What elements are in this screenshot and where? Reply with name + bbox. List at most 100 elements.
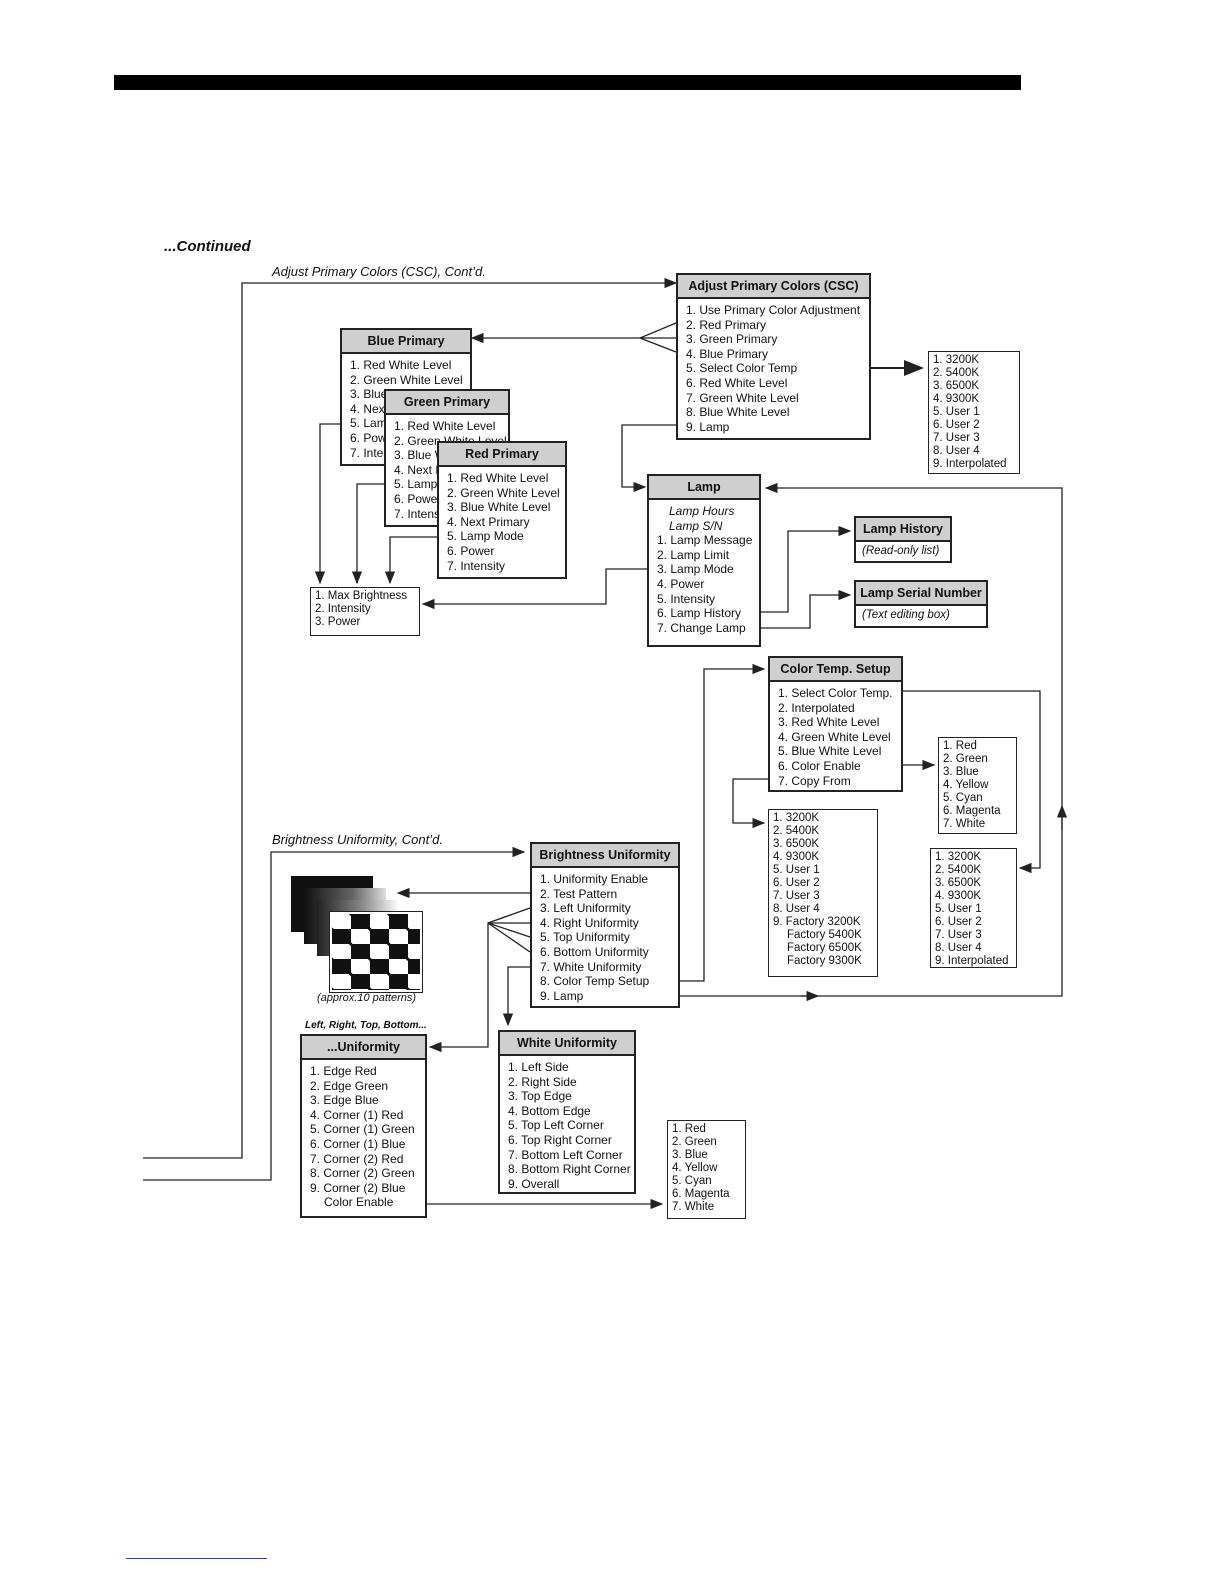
menu-item[interactable]: 5. Top Uniformity (540, 930, 630, 945)
menu-item[interactable]: 1. Red White Level (447, 471, 549, 485)
list-item[interactable]: 5. User 1 (935, 903, 982, 915)
menu-item[interactable]: 6. Power (394, 491, 442, 506)
menu-item[interactable]: 9. Lamp (686, 419, 730, 434)
list-item[interactable]: 2. 5400K (933, 367, 980, 379)
menu-item[interactable]: 3. Green Primary (686, 332, 778, 347)
list-item[interactable]: 4. Yellow (672, 1162, 718, 1174)
list-item[interactable]: 7. User 3 (773, 890, 820, 902)
list-item[interactable]: 4. Yellow (943, 779, 989, 791)
menu-item[interactable]: 2. Test Pattern (540, 886, 618, 901)
menu-item[interactable]: 5. Corner (1) Green (310, 1122, 415, 1137)
list-item[interactable]: 8. User 4 (773, 903, 820, 915)
menu-item[interactable]: 6. Red White Level (686, 375, 788, 390)
menu-item[interactable]: 2. Edge Green (310, 1078, 389, 1093)
menu-item[interactable]: 9. Lamp (540, 988, 584, 1003)
list-item[interactable]: 5. User 1 (773, 864, 820, 876)
list-item[interactable]: 4. 9300K (933, 393, 980, 405)
list-item[interactable]: 3. Power (315, 616, 361, 628)
list-item[interactable]: 1. Max Brightness (315, 590, 408, 602)
menu-item[interactable]: 8. Color Temp Setup (540, 974, 650, 989)
menu-item[interactable]: 4. Corner (1) Red (310, 1107, 404, 1122)
list-item[interactable]: 8. User 4 (933, 445, 980, 457)
list-item[interactable]: 1. 3200K (935, 851, 982, 863)
menu-item[interactable]: 9. Overall (508, 1176, 560, 1191)
menu-item[interactable]: 5. Select Color Temp (686, 361, 798, 376)
list-item[interactable]: 1. 3200K (773, 812, 820, 824)
menu-item[interactable]: 1. Use Primary Color Adjustment (686, 303, 861, 317)
menu-item[interactable]: 3. Red White Level (778, 715, 880, 730)
menu-item[interactable]: 3. Blue White Level (447, 500, 551, 515)
lamp-serial-note[interactable]: (Text editing box) (862, 609, 950, 621)
menu-item[interactable]: 5. Blue White Level (778, 744, 882, 759)
list-item[interactable]: 9. Interpolated (933, 458, 1007, 470)
list-item[interactable]: 5. User 1 (933, 406, 980, 418)
list-item[interactable]: 2. Green (943, 753, 988, 765)
list-item[interactable]: 7. White (943, 818, 986, 830)
menu-item[interactable]: 1. Lamp Message (657, 533, 753, 548)
list-item[interactable]: 4. 9300K (935, 890, 982, 902)
menu-item[interactable]: 6. Power (447, 543, 495, 558)
menu-item[interactable]: 7. Green White Level (686, 390, 799, 405)
list-item[interactable]: 3. 6500K (933, 380, 980, 392)
menu-item[interactable]: 2. Green White Level (350, 372, 463, 387)
menu-item[interactable]: 2. Right Side (508, 1074, 577, 1089)
list-item[interactable]: 6. User 2 (933, 419, 980, 431)
list-item[interactable]: 2. 5400K (773, 825, 820, 837)
list-item[interactable]: 6. User 2 (935, 916, 982, 928)
menu-item[interactable]: 6. Corner (1) Blue (310, 1136, 406, 1151)
menu-item[interactable]: 2. Interpolated (778, 700, 855, 715)
menu-item[interactable]: 3. Lamp Mode (657, 562, 734, 577)
menu-item[interactable]: 9. Corner (2) Blue (310, 1180, 406, 1195)
list-item[interactable]: Factory 5400K (787, 929, 862, 941)
list-item[interactable]: 6. User 2 (773, 877, 820, 889)
menu-item[interactable]: 6. Top Right Corner (508, 1132, 612, 1147)
menu-item[interactable]: 1. Uniformity Enable (540, 872, 649, 886)
list-item[interactable]: 1. Red (943, 740, 977, 752)
menu-item[interactable]: 3. Edge Blue (310, 1093, 379, 1108)
menu-item[interactable]: 2. Red Primary (686, 317, 767, 332)
list-item[interactable]: 3. 6500K (935, 877, 982, 889)
list-item[interactable]: 6. Magenta (943, 805, 1001, 817)
list-item[interactable]: 9. Factory 3200K (773, 916, 861, 928)
list-item[interactable]: Factory 9300K (787, 955, 862, 967)
menu-item[interactable]: 5. Top Left Corner (508, 1118, 604, 1133)
list-item[interactable]: 5. Cyan (672, 1175, 712, 1187)
menu-item[interactable]: 1. Edge Red (310, 1064, 377, 1078)
menu-item[interactable]: 6. Bottom Uniformity (540, 944, 649, 959)
menu-item[interactable]: 7. White Uniformity (540, 959, 642, 974)
menu-item[interactable]: 3. Top Edge (508, 1089, 572, 1104)
list-item[interactable]: 2. 5400K (935, 864, 982, 876)
menu-item[interactable]: 1. Select Color Temp. (778, 686, 893, 700)
menu-item[interactable]: 8. Bottom Right Corner (508, 1162, 631, 1177)
menu-item[interactable]: 2. Green White Level (447, 485, 560, 500)
list-item[interactable]: 7. User 3 (933, 432, 980, 444)
list-item[interactable]: 2. Green (672, 1136, 717, 1148)
list-item[interactable]: 3. Blue (672, 1149, 708, 1161)
menu-item[interactable]: 4. Power (657, 576, 705, 591)
list-item[interactable]: 7. White (672, 1201, 715, 1213)
list-item[interactable]: 3. Blue (943, 766, 979, 778)
menu-item[interactable]: 2. Lamp Limit (657, 547, 730, 562)
list-item[interactable]: 8. User 4 (935, 942, 982, 954)
list-item[interactable]: 6. Magenta (672, 1188, 730, 1200)
menu-item[interactable]: 5. Intensity (657, 591, 716, 606)
menu-item[interactable]: 1. Left Side (508, 1060, 569, 1074)
menu-item[interactable]: 7. Change Lamp (657, 620, 746, 635)
list-item[interactable]: 4. 9300K (773, 851, 820, 863)
list-item[interactable]: 7. User 3 (935, 929, 982, 941)
list-item[interactable]: 5. Cyan (943, 792, 983, 804)
menu-item[interactable]: 4. Right Uniformity (540, 915, 639, 930)
list-item[interactable]: 1. 3200K (933, 354, 980, 366)
menu-item[interactable]: 4. Blue Primary (686, 346, 769, 361)
menu-item[interactable]: 7. Intensity (447, 558, 506, 573)
menu-item[interactable]: 3. Left Uniformity (540, 901, 631, 916)
menu-item[interactable]: 1. Red White Level (394, 419, 496, 433)
menu-item[interactable]: 4. Next Primary (447, 514, 530, 529)
menu-item[interactable]: 5. Lamp Mode (447, 529, 524, 544)
list-item[interactable]: Factory 6500K (787, 942, 862, 954)
menu-item[interactable]: 6. Lamp History (657, 606, 742, 621)
menu-item[interactable]: 6. Color Enable (778, 758, 861, 773)
menu-item[interactable]: 7. Copy From (778, 773, 851, 788)
menu-item[interactable]: Color Enable (324, 1195, 394, 1210)
list-item[interactable]: 1. Red (672, 1123, 706, 1135)
